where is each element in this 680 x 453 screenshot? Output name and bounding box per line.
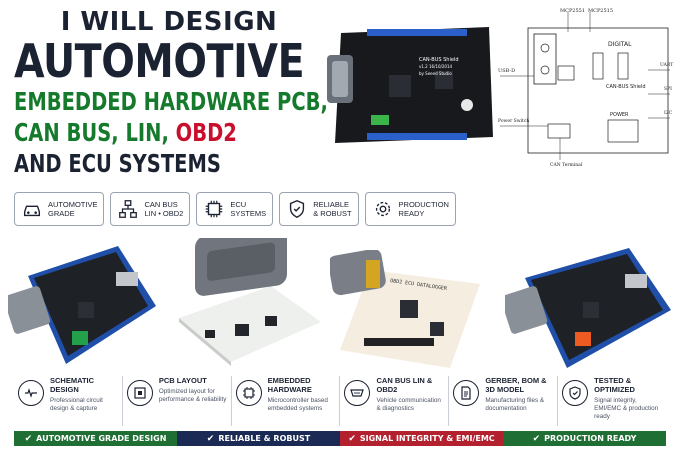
processor-icon [242,387,255,399]
chip-label-line1: ECU [230,200,247,209]
schematic-label: MCP2515 [588,8,613,14]
banner-segment: ✔RELIABLE & ROBUST [177,431,340,446]
shield-schematic-diagram: MCP2551 MCP2515 USB-D DIGITAL UART SPI I… [498,8,673,168]
service-feature-row: SCHEMATIC DESIGN Professional circuit des… [14,376,666,426]
can-bus-shield-photo: CAN-BUS Shield v1.2 16/10/2014 by Seeed … [327,27,493,143]
check-icon: ✔ [348,433,356,444]
shield-check-icon [569,386,581,400]
chip-label-line2: READY [398,209,425,218]
chip-label-line1: PRODUCTION [398,200,449,209]
banner-label: SIGNAL INTEGRITY & EMI/EMC [359,434,495,443]
board-maker-text: by Seeed Studio [419,71,452,76]
feature-schematic: SCHEMATIC DESIGN Professional circuit des… [14,376,123,426]
headline-line-4b: OBD2 [175,118,237,147]
schematic-label: POWER [610,112,629,118]
banner-label: PRODUCTION READY [544,434,637,443]
headline-line-5: AND ECU SYSTEMS [14,149,221,178]
chip-label-line2: & ROBUST [313,209,352,218]
feature-desc: Optimized layout for performance & relia… [158,388,227,403]
board-title-text: CAN-BUS Shield [419,57,459,63]
board-version-text: v1.2 16/10/2014 [419,64,453,69]
schematic-label: MCP2551 [560,8,585,14]
feature-desc: Manufacturing files & documentation [485,397,545,412]
obd2-datalogger-photo: OBD2 ECU DATALOGGER [330,250,480,368]
document-icon [461,386,471,400]
schematic-label: SPI [664,86,672,92]
banner-segment: ✔SIGNAL INTEGRITY & EMI/EMC [340,431,503,446]
feature-title: PCB LAYOUT [158,376,207,385]
headline-line-3: EMBEDDED HARDWARE PCB, [14,87,328,116]
headline-line-4a: CAN BUS, LIN, [14,118,176,147]
chip-label-line1: AUTOMOTIVE [48,200,98,209]
chip-reliable: RELIABLE& ROBUST [279,192,359,226]
check-icon: ✔ [532,433,541,444]
feature-title: TESTED & OPTIMIZED [594,376,635,394]
schematic-label: Power Switch [498,118,529,124]
schematic-label: CAN-BUS Shield [606,84,646,90]
car-icon [23,205,41,217]
check-icon: ✔ [24,433,33,444]
chip-label-line2: GRADE [48,209,75,218]
chip-label-line1: CAN BUS [144,200,178,209]
feature-title: SCHEMATIC DESIGN [50,376,95,394]
schematic-label: USB-D [498,68,515,74]
banner-segment: ✔PRODUCTION READY [503,431,666,446]
network-icon [119,200,138,218]
feature-desc: Vehicle communication & diagnostics [376,397,441,412]
check-icon: ✔ [206,433,215,444]
bottom-banner: ✔AUTOMOTIVE GRADE DESIGN ✔RELIABLE & ROB… [14,431,666,446]
chip-label-line2: SYSTEMS [230,209,267,218]
feature-tested: TESTED & OPTIMIZED Signal integrity, EMI/… [558,376,666,426]
headline-line-4: CAN BUS, LIN, OBD2 [14,117,256,148]
schematic-label: I2C [664,110,673,116]
feature-title: EMBEDDED HARDWARE [267,376,312,394]
banner-segment: ✔AUTOMOTIVE GRADE DESIGN [14,431,177,446]
banner-label: AUTOMOTIVE GRADE DESIGN [36,434,167,443]
schematic-icon [25,388,37,398]
headline-line-1: I WILL DESIGN [60,7,278,37]
banner-label: RELIABLE & ROBUST [218,434,311,443]
feature-gerber-bom: GERBER, BOM & 3D MODEL Manufacturing file… [449,376,559,426]
schematic-label: CAN Terminal [550,162,583,168]
chip-label-line1: RELIABLE [313,200,350,209]
feature-desc: Signal integrity, EMI/EMC & production r… [594,397,659,420]
feature-title: CAN BUS LIN & OBD2 [376,376,433,394]
pcb-icon [134,387,146,399]
feature-desc: Microcontroller based embedded systems [267,397,328,412]
feature-embedded-hardware: EMBEDDED HARDWARE Microcontroller based e… [232,376,341,426]
schematic-label: DIGITAL [608,41,632,48]
shield-check-icon [290,200,305,219]
feature-title: GERBER, BOM & 3D MODEL [485,376,547,394]
gear-icon [375,201,390,217]
can-shield-product-left [8,246,156,364]
headline-line-2: AUTOMOTIVE [14,34,305,88]
schematic-label: UART [660,62,673,68]
feature-pcb-layout: PCB LAYOUT Optimized layout for performan… [123,376,232,426]
can-shield-product-right [505,248,671,368]
chip-label-line2: LIN • OBD2 [144,209,184,218]
feature-desc: Professional circuit design & capture [50,397,103,412]
headline: I WILL DESIGN AUTOMOTIVE EMBEDDED HARDWA… [14,7,328,179]
chip-icon [206,200,223,218]
connector-icon [350,389,365,397]
ecu-connector-pcb-photo [179,238,321,366]
